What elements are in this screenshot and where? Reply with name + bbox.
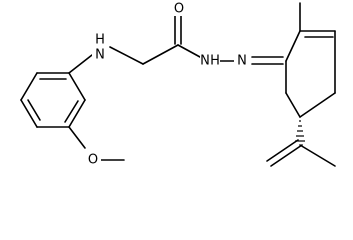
label-bg (210, 54, 220, 68)
bond (142, 44, 179, 65)
bond (68, 54, 93, 74)
bond-double-inner (64, 100, 79, 123)
hydrazide-n-label: N (200, 54, 210, 69)
label-bg (171, 2, 187, 16)
bond (68, 99, 86, 128)
bond-double (270, 144, 303, 167)
bond (299, 92, 336, 118)
bond (285, 92, 301, 118)
label-bg (234, 54, 250, 68)
label-bg (92, 48, 108, 62)
methoxy-o-label: O (88, 153, 98, 168)
bond (299, 144, 336, 167)
molecule-structure: H N O N H N O (20, 2, 336, 168)
bond (20, 99, 38, 128)
bond (177, 44, 201, 58)
label-bg (85, 153, 101, 167)
amine-n-label: N (95, 48, 105, 63)
bond (20, 72, 38, 101)
imine-n-label: N (237, 54, 247, 69)
label-bg (92, 33, 108, 47)
bond-double-inner (27, 99, 41, 121)
bond (109, 46, 144, 65)
bond (68, 72, 86, 101)
hydrazide-h-label: H (210, 54, 220, 69)
carbonyl-o-label: O (174, 2, 184, 17)
bond (285, 30, 301, 62)
hashed-wedge-bond (295, 120, 305, 142)
bond (68, 126, 86, 149)
amine-h-label: H (95, 33, 105, 48)
label-bg (200, 54, 210, 68)
bond-double (266, 139, 299, 162)
